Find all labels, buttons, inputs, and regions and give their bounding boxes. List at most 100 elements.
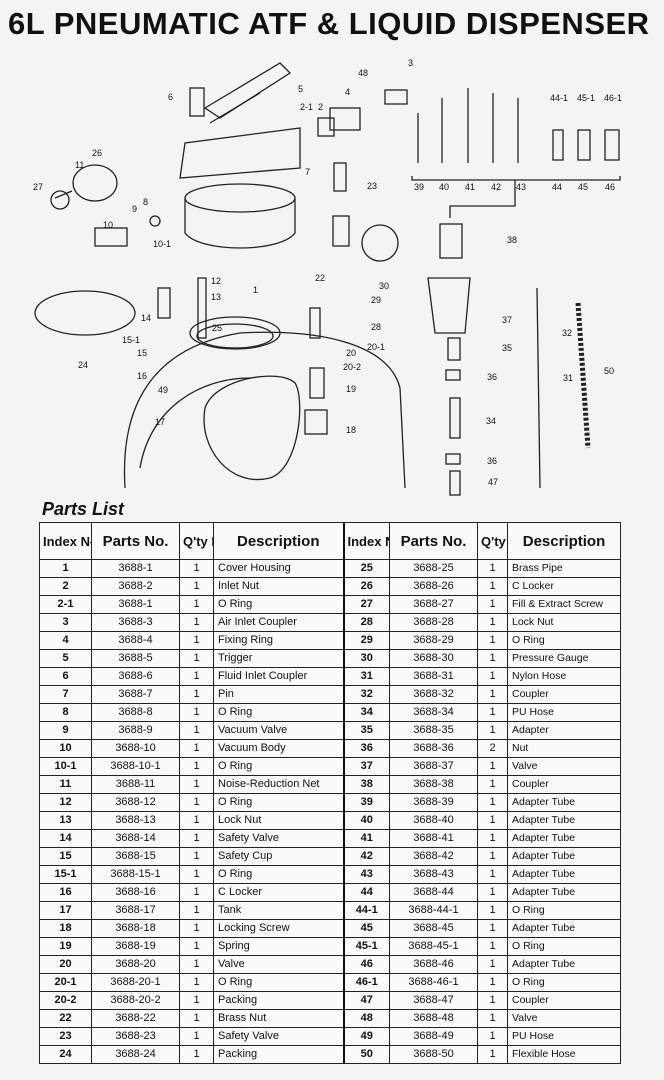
cell-index-right: 46 (342, 955, 390, 974)
cell-description-right: Lock Nut (507, 613, 621, 632)
cell-part-no: 3688-2 (91, 577, 180, 596)
cell-qty-right: 1 (477, 955, 508, 974)
header-index: Index No. (39, 522, 92, 560)
cell-description: Safety Valve (213, 1027, 344, 1046)
cell-index-right: 48 (342, 1009, 390, 1028)
callout-11: 11 (75, 160, 84, 170)
cell-part-no: 3688-18 (91, 919, 180, 938)
cell-part-no-right: 3688-28 (389, 613, 478, 632)
cell-description-right: Coupler (507, 991, 621, 1010)
cell-description-right: Brass Pipe (507, 559, 621, 578)
cell-qty-right: 1 (477, 847, 508, 866)
valve-drawing (427, 277, 471, 334)
cell-part-no-right: 3688-48 (389, 1009, 478, 1028)
cell-part-no: 3688-8 (91, 703, 180, 722)
cell-description: Cover Housing (213, 559, 344, 578)
callout-38: 38 (507, 235, 517, 245)
cell-qty-right: 1 (477, 685, 508, 704)
callout-44-1: 44-1 (550, 93, 568, 103)
cell-description-right: Adapter Tube (507, 847, 621, 866)
cell-part-no: 3688-3 (91, 613, 180, 632)
cell-description-right: PU Hose (507, 703, 621, 722)
callout-39: 39 (414, 182, 424, 192)
cell-index: 14 (39, 829, 92, 848)
cell-description: Air Inlet Coupler (213, 613, 344, 632)
cell-qty: 1 (179, 991, 214, 1010)
cell-index: 2 (39, 577, 92, 596)
cell-part-no-right: 3688-27 (389, 595, 478, 614)
cell-qty-right: 1 (477, 667, 508, 686)
cell-qty-right: 1 (477, 829, 508, 848)
cell-index: 2-1 (39, 595, 92, 614)
callout-7: 7 (305, 167, 310, 177)
cell-part-no-right: 3688-37 (389, 757, 478, 776)
cell-index-right: 36 (342, 739, 390, 758)
cell-part-no-right: 3688-46-1 (389, 973, 478, 992)
page-title: 6L PNEUMATIC ATF & LIQUID DISPENSER (8, 6, 650, 41)
cell-description-right: Adapter Tube (507, 829, 621, 848)
cell-description-right: Flexible Hose (507, 1045, 621, 1064)
cell-description: Safety Valve (213, 829, 344, 848)
cell-part-no: 3688-13 (91, 811, 180, 830)
callout-1: 1 (253, 285, 258, 295)
cell-part-no: 3688-7 (91, 685, 180, 704)
header-index-right: Index No. (342, 522, 390, 560)
cell-description-right: Adapter Tube (507, 883, 621, 902)
callout-26: 26 (92, 148, 102, 158)
exploded-parts-diagram: 1 2 2-1 3 4 5 6 7 8 9 10 10-1 11 12 13 1… (0, 48, 664, 498)
callout-48: 48 (358, 68, 368, 78)
callout-23: 23 (367, 181, 377, 191)
callout-20-1: 20-1 (367, 342, 385, 352)
cell-part-no: 3688-12 (91, 793, 180, 812)
cell-qty-right: 1 (477, 559, 508, 578)
cell-index: 4 (39, 631, 92, 650)
cell-part-no-right: 3688-29 (389, 631, 478, 650)
callout-3: 3 (408, 58, 413, 68)
cell-index-right: 30 (342, 649, 390, 668)
callout-2-1: 2-1 (300, 102, 313, 112)
callout-9: 9 (132, 204, 137, 214)
cell-index: 6 (39, 667, 92, 686)
cell-description-right: Pressure Gauge (507, 649, 621, 668)
cell-qty-right: 2 (477, 739, 508, 758)
cell-qty-right: 1 (477, 991, 508, 1010)
cell-part-no-right: 3688-41 (389, 829, 478, 848)
cell-description-right: Coupler (507, 685, 621, 704)
callout-4: 4 (345, 87, 350, 97)
callout-10-1: 10-1 (153, 239, 171, 249)
cell-description: Fixing Ring (213, 631, 344, 650)
callout-12: 12 (211, 276, 221, 286)
callout-15: 15 (137, 348, 147, 358)
cell-qty-right: 1 (477, 937, 508, 956)
cell-qty-right: 1 (477, 919, 508, 938)
cell-index: 20 (39, 955, 92, 974)
cell-index: 1 (39, 559, 92, 578)
cell-qty: 1 (179, 1027, 214, 1046)
cell-index: 9 (39, 721, 92, 740)
cell-part-no-right: 3688-49 (389, 1027, 478, 1046)
cell-description: Tank (213, 901, 344, 920)
cell-qty: 1 (179, 847, 214, 866)
cell-description: Valve (213, 955, 344, 974)
cell-index-right: 31 (342, 667, 390, 686)
cell-index: 7 (39, 685, 92, 704)
cell-index: 5 (39, 649, 92, 668)
cell-description-right: Coupler (507, 775, 621, 794)
callout-40: 40 (439, 182, 449, 192)
cell-description: O Ring (213, 757, 344, 776)
callout-47: 47 (488, 477, 498, 487)
cell-index-right: 41 (342, 829, 390, 848)
cell-part-no-right: 3688-45 (389, 919, 478, 938)
callout-34: 34 (486, 416, 496, 426)
pressure-gauge-drawing (361, 224, 399, 262)
cell-index-right: 46-1 (342, 973, 390, 992)
cell-part-no-right: 3688-40 (389, 811, 478, 830)
table-header-row: Index No. Parts No. Q'ty Req Description… (39, 522, 621, 560)
